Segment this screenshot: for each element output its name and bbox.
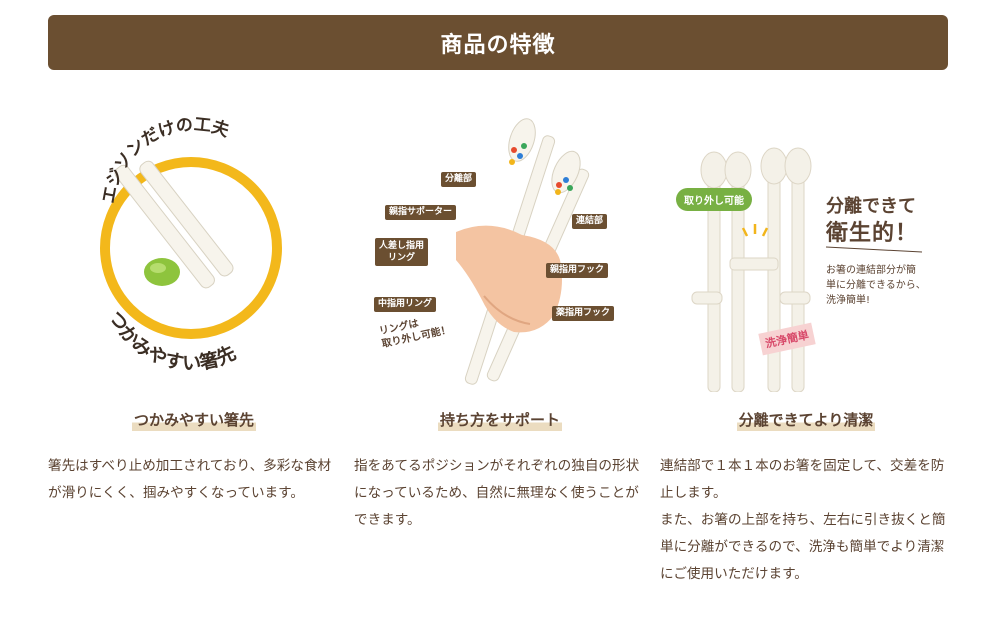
hygiene-headline-1: 分離できて: [826, 196, 916, 217]
label-thumb-hook: 親指用フック: [546, 263, 609, 278]
label-index-ring: 人差し指用 リング: [375, 238, 429, 266]
feature-card-grip-tip: エジソンだけの工夫 つかみやすい箸先 つかみやすい箸先 箸先はすべり止め加工され…: [48, 110, 340, 507]
feature-title: つかみやすい箸先: [131, 409, 256, 431]
detachable-badge: 取り外し可能: [676, 188, 752, 211]
feature-card-separable: 取り外し可能 分離できて 衛生的！ お箸の連結部分が簡 単に分離できるから、 洗…: [660, 110, 952, 588]
feature-description: 箸先はすべり止め加工されており、多彩な食材が滑りにくく、掴みやすくなっています。: [48, 458, 332, 501]
hygiene-headline-2: 衛生的！: [826, 221, 919, 246]
section-title: 商品の特徴: [440, 32, 556, 58]
feature-image-support: 分離部 親指サポーター 人差し指用 リング 中指用リング リングは 取り外し可能…: [354, 110, 646, 392]
label-thumb-supporter: 親指サポーター: [385, 205, 457, 220]
feature-title: 持ち方をサポート: [437, 409, 562, 431]
hygiene-subtext: お箸の連結部分が簡 単に分離できるから、 洗浄簡単!: [826, 265, 926, 306]
label-middle-ring: 中指用リング: [374, 297, 437, 312]
feature-card-support: 分離部 親指サポーター 人差し指用 リング 中指用リング リングは 取り外し可能…: [354, 110, 646, 534]
feature-description-line-1: 連結部で１本１本のお箸を固定して、交差を防止します。: [660, 458, 945, 501]
label-connector: 連結部: [572, 214, 608, 229]
feature-image-grip-tip: エジソンだけの工夫 つかみやすい箸先: [48, 110, 340, 392]
section-header: 商品の特徴: [48, 15, 948, 70]
label-ring-finger-hook: 薬指用フック: [552, 306, 615, 321]
feature-title: 分離できてより清潔: [736, 409, 876, 431]
label-bunri: 分離部: [441, 172, 477, 187]
feature-image-separable: 取り外し可能 分離できて 衛生的！ お箸の連結部分が簡 単に分離できるから、 洗…: [660, 110, 952, 392]
feature-description-line-2: また、お箸の上部を持ち、左右に引き抜くと簡単に分離ができるので、洗浄も簡単でより…: [660, 512, 946, 582]
feature-description: 指をあてるポジションがそれぞれの独自の形状になっているため、自然に無理なく使うこ…: [354, 458, 640, 528]
